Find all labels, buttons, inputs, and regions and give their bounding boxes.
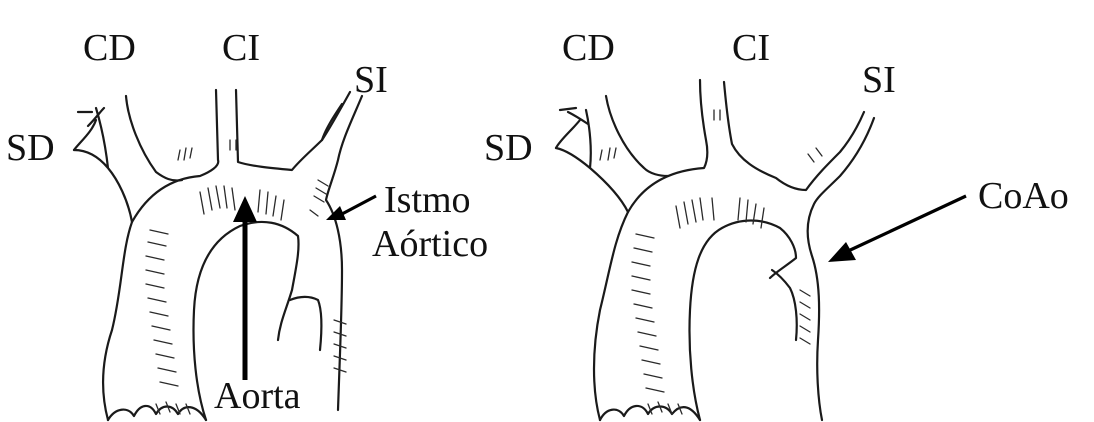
coarctation-drawing: CD CI SI SD CoAo: [484, 27, 1069, 420]
istmo-arrow-head: [326, 206, 346, 220]
coao-arrow-head: [828, 242, 856, 262]
label-sd-right: SD: [484, 127, 533, 169]
label-cd-right: CD: [562, 27, 615, 69]
right-coarctation-notch: [772, 270, 797, 340]
label-cd-left: CD: [83, 27, 136, 69]
left-brachiocephalic-trunk: [74, 96, 182, 222]
label-si-right: SI: [862, 59, 896, 101]
right-aorta-inner-contour: [689, 221, 796, 421]
label-sd-left: SD: [6, 127, 55, 169]
normal-aorta-drawing: CD CI SI SD Istmo Aórtico Aorta: [6, 27, 488, 420]
aorta-arrow-head: [233, 196, 257, 222]
label-ci-right: CI: [732, 27, 770, 69]
left-sd-branch: [74, 108, 104, 150]
label-aorta: Aorta: [214, 375, 301, 417]
istmo-arrow-shaft: [342, 196, 376, 214]
label-ci-left: CI: [222, 27, 260, 69]
coao-arrow-shaft: [846, 196, 966, 252]
right-sd-branch: [556, 108, 588, 148]
label-aortico: Aórtico: [372, 223, 488, 265]
label-coao: CoAo: [978, 175, 1069, 217]
label-istmo: Istmo: [384, 179, 471, 221]
label-si-left: SI: [354, 59, 388, 101]
left-descending-inner-edge: [290, 297, 321, 350]
right-aorta-outer-contour: [594, 80, 874, 420]
